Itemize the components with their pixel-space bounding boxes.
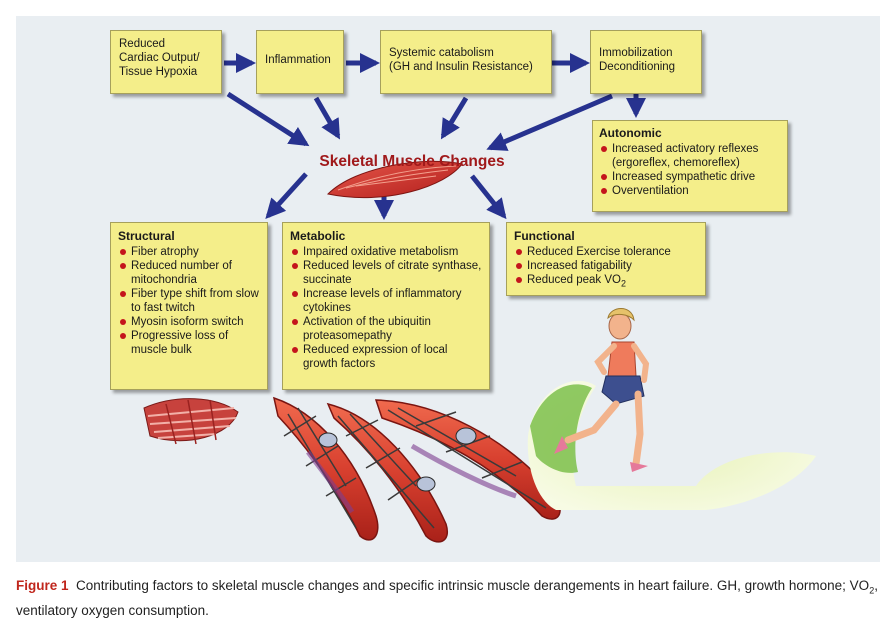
- structural-title: Structural: [118, 229, 175, 243]
- inflammation-box: Inflammation: [256, 30, 344, 94]
- arrow-immobilization-to-center: [486, 93, 613, 151]
- systemic-catabolism-box: Systemic catabolism (GH and Insulin Resi…: [380, 30, 552, 94]
- muscle-illustration: [326, 160, 463, 199]
- caption-vo-subscript: 2: [869, 585, 875, 596]
- list-item: Activation of the ubiquitin proteasomepa…: [290, 315, 482, 343]
- list-item: Overventilation: [599, 184, 781, 198]
- list-item: Fiber atrophy: [118, 245, 260, 259]
- peak-vo2-text: Reduced peak VO: [527, 274, 621, 286]
- list-item: Myosin isoform switch: [118, 315, 260, 329]
- arrow-center-to-structural: [265, 172, 308, 219]
- metabolic-box: Metabolic Impaired oxidative metabolism …: [282, 222, 490, 390]
- metabolic-title: Metabolic: [290, 229, 346, 243]
- list-item: Reduced peak VO2: [514, 273, 698, 290]
- functional-list: Reduced Exercise tolerance Increased fat…: [514, 245, 698, 290]
- arrow-cardiac-to-center: [226, 91, 310, 147]
- list-item: Increased sympathetic drive: [599, 170, 781, 184]
- list-item: Reduced levels of citrate synthase, succ…: [290, 259, 482, 287]
- cardiac-output-box: Reduced Cardiac Output/ Tissue Hypoxia: [110, 30, 222, 94]
- list-item: Fiber type shift from slow to fast twitc…: [118, 287, 260, 315]
- list-item: Reduced Exercise tolerance: [514, 245, 698, 259]
- list-item: Reduced number of mitochondria: [118, 259, 260, 287]
- autonomic-title: Autonomic: [599, 126, 662, 140]
- structural-box: Structural Fiber atrophy Reduced number …: [110, 222, 268, 390]
- caption-vo: VO: [849, 578, 870, 593]
- peak-vo2-subscript: 2: [620, 278, 626, 289]
- list-item: Increased fatigability: [514, 259, 698, 273]
- list-item: Increase levels of inflammatory cytokine…: [290, 287, 482, 315]
- arrow-center-to-functional: [470, 174, 507, 220]
- list-item: Increased activatory reflexes (ergorefle…: [599, 142, 781, 170]
- list-item: Progressive loss of muscle bulk: [118, 329, 260, 357]
- autonomic-box: Autonomic Increased activatory reflexes …: [592, 120, 788, 212]
- immobilization-box: Immobilization Deconditioning: [590, 30, 702, 94]
- caption-text-2: , ventilatory oxygen consumption.: [16, 578, 878, 618]
- diagram-canvas: [143, 53, 816, 543]
- autonomic-list: Increased activatory reflexes (ergorefle…: [599, 142, 781, 198]
- list-item: Reduced expression of local growth facto…: [290, 343, 482, 371]
- caption-text-1: Contributing factors to skeletal muscle …: [76, 578, 846, 593]
- arrow-catabolism-to-center: [440, 96, 469, 140]
- caption-label: Figure 1: [16, 578, 69, 593]
- muscle-fiber-illustration: [272, 396, 561, 543]
- functional-box: Functional Reduced Exercise tolerance In…: [506, 222, 706, 296]
- list-item: Impaired oxidative metabolism: [290, 245, 482, 259]
- structural-list: Fiber atrophy Reduced number of mitochon…: [118, 245, 260, 357]
- muscle-bundle-illustration: [143, 398, 239, 445]
- metabolic-list: Impaired oxidative metabolism Reduced le…: [290, 245, 482, 371]
- skeletal-muscle-changes-label: Skeletal Muscle Changes: [319, 153, 505, 170]
- figure-panel: Reduced Cardiac Output/ Tissue Hypoxia I…: [16, 16, 880, 562]
- figure-caption: Figure 1 Contributing factors to skeleta…: [16, 576, 880, 620]
- flow-arrows: [224, 53, 646, 220]
- arrow-inflammation-to-center: [313, 96, 341, 140]
- functional-title: Functional: [514, 229, 575, 243]
- runner-illustration: [527, 308, 816, 510]
